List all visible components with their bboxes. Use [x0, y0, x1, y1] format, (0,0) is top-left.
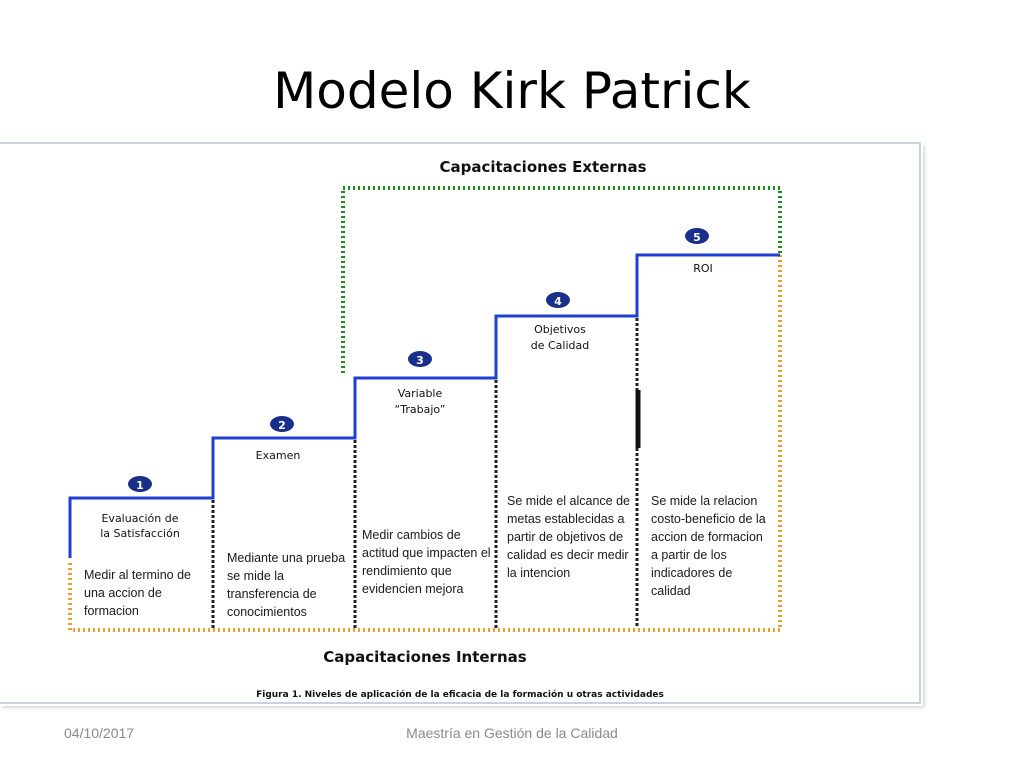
level-5-description: Se mide la relacion costo-beneficio de l…: [651, 494, 766, 598]
footer-date: 04/10/2017: [64, 725, 135, 741]
figure-caption: Figura 1. Niveles de aplicación de la ef…: [256, 689, 664, 700]
level-5-label-line1: ROI: [693, 262, 713, 275]
level-4-number: 4: [554, 295, 562, 308]
level-2-description: Mediante una prueba se mide la transfere…: [227, 551, 346, 619]
level-2-number: 2: [278, 419, 286, 432]
level-1-badge: [128, 476, 152, 492]
level-3-badge: [408, 351, 432, 367]
level-4-label-line1: Objetivos: [534, 323, 586, 336]
external-training-border: [341, 186, 782, 373]
level-1-description: Medir al termino de una accion de formac…: [84, 568, 191, 618]
level-1-number: 1: [136, 479, 144, 492]
level-4-description: Se mide el alcance de metas establecidas…: [507, 494, 630, 580]
internal-training-label: Capacitaciones Internas: [323, 648, 526, 666]
level-2-label-line1: Examen: [256, 449, 301, 462]
level-5-number: 5: [693, 231, 701, 244]
level-4-label-line2: de Calidad: [531, 339, 590, 352]
level-5-badge: [685, 228, 709, 244]
external-training-label: Capacitaciones Externas: [439, 158, 646, 176]
slide-title: Modelo Kirk Patrick: [273, 62, 751, 120]
internal-training-border: [68, 255, 782, 632]
staircase-line: [68, 253, 780, 558]
level-4-badge: [546, 292, 570, 308]
footer-center-text: Maestría en Gestión de la Calidad: [406, 725, 618, 741]
level-3-description: Medir cambios de actitud que impacten el…: [362, 528, 491, 596]
level-1-label-line2: la Satisfacción: [100, 527, 180, 540]
level-3-number: 3: [416, 354, 424, 367]
figure-frame: [0, 142, 921, 704]
level-3-label-line1: Variable: [398, 387, 443, 400]
level-2-badge: [270, 416, 294, 432]
level-3-label-line2: “Trabajo”: [395, 403, 446, 416]
level-1-label-line1: Evaluación de: [101, 512, 178, 525]
